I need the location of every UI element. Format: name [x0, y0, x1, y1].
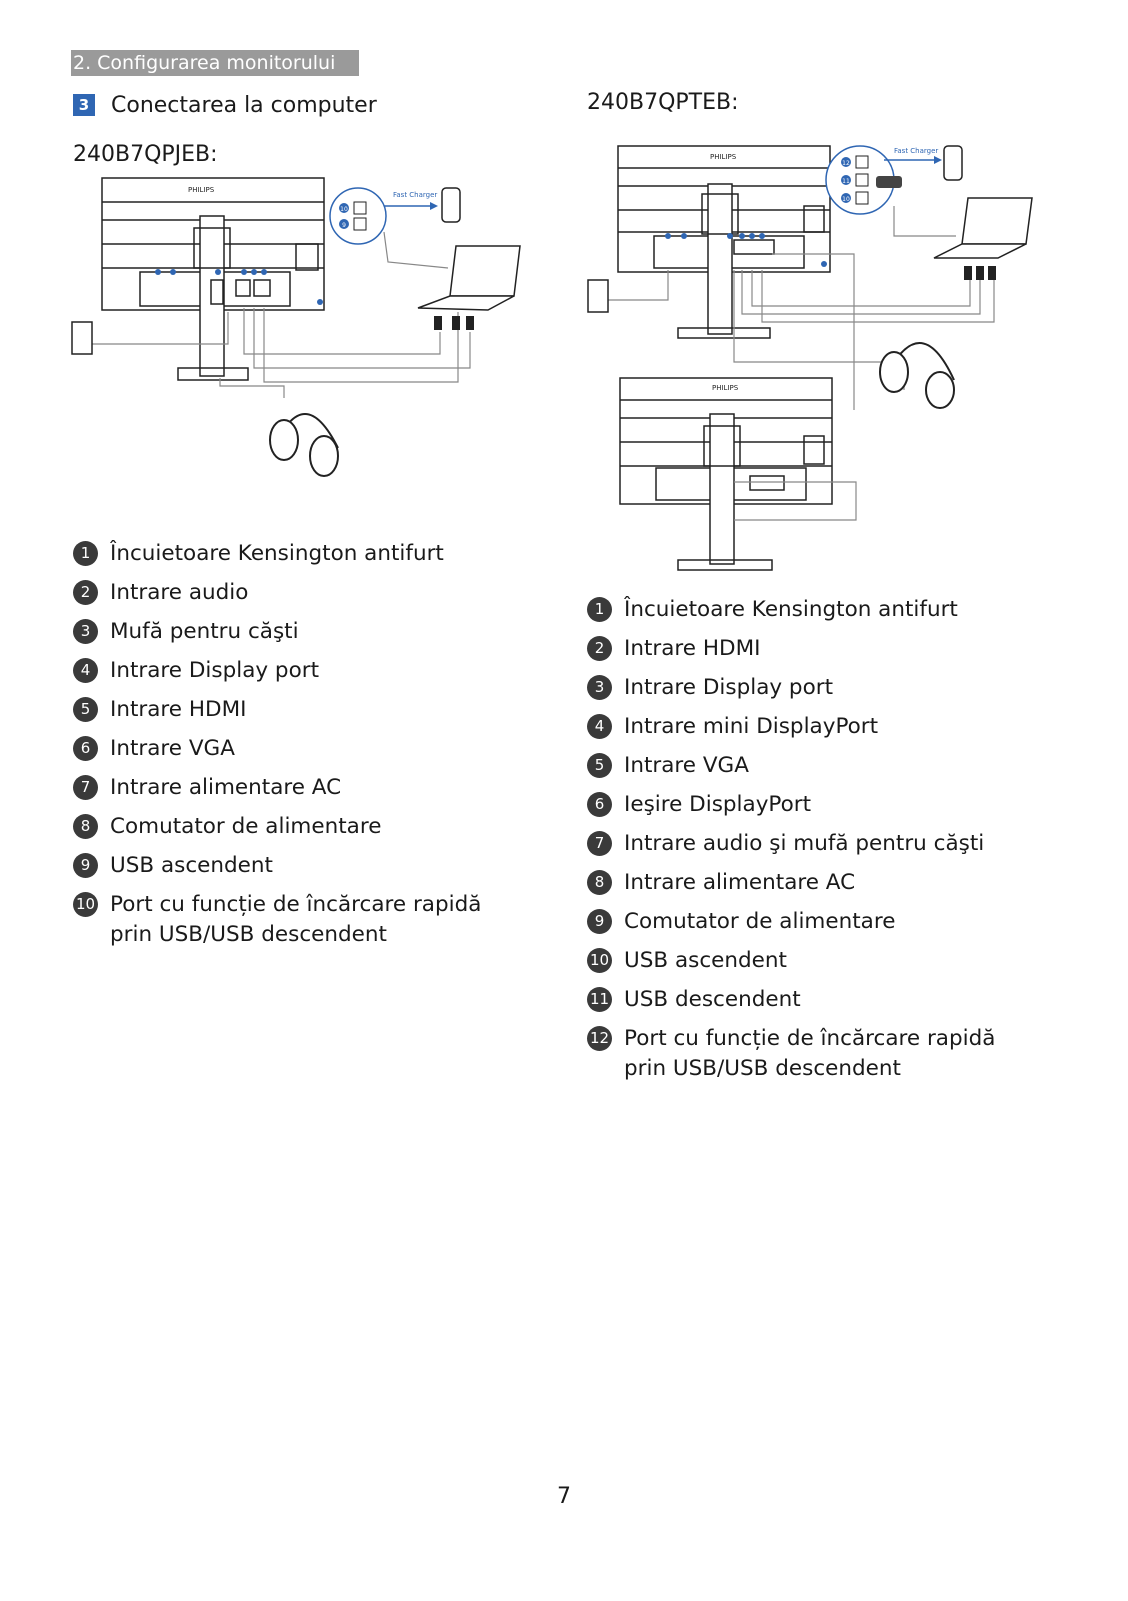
section-number-badge: 3 — [73, 94, 95, 116]
model-label-left: 240B7QPJEB: — [73, 142, 218, 167]
svg-text:12: 12 — [842, 160, 850, 167]
fast-charger-label-left: Fast Charger — [393, 191, 437, 199]
section-heading: 3 Conectarea la computer — [73, 90, 377, 120]
svg-text:10: 10 — [340, 206, 348, 213]
page-number: 7 — [0, 1484, 1128, 1509]
laptop-icon — [418, 246, 520, 310]
svg-text:11: 11 — [842, 178, 850, 185]
section-title: Conectarea la computer — [111, 93, 377, 118]
laptop-icon — [934, 198, 1032, 258]
headphones-icon — [880, 343, 954, 408]
svg-text:PHILIPS: PHILIPS — [710, 153, 737, 161]
connection-diagram-right-top: PHILIPS 12 11 10 Fast Charger — [584, 140, 1044, 410]
wall-socket-icon — [72, 322, 92, 354]
svg-text:PHILIPS: PHILIPS — [188, 186, 215, 194]
chapter-header: 2. Configurarea monitorului — [71, 50, 359, 76]
svg-text:9: 9 — [342, 222, 346, 229]
connection-diagram-left: PHILIPS 10 9 Fast Charger — [68, 172, 528, 492]
svg-text:10: 10 — [842, 196, 850, 203]
model-label-right: 240B7QPTEB: — [587, 90, 739, 115]
wall-socket-icon — [588, 280, 608, 312]
headphones-icon — [270, 414, 338, 476]
svg-text:PHILIPS: PHILIPS — [712, 384, 739, 392]
connection-diagram-right-bottom: PHILIPS — [616, 374, 866, 574]
callout-badges-right: 12 11 10 — [841, 157, 851, 203]
phone-icon — [944, 146, 962, 180]
fast-charger-label-right: Fast Charger — [894, 147, 938, 155]
phone-icon — [442, 188, 460, 222]
